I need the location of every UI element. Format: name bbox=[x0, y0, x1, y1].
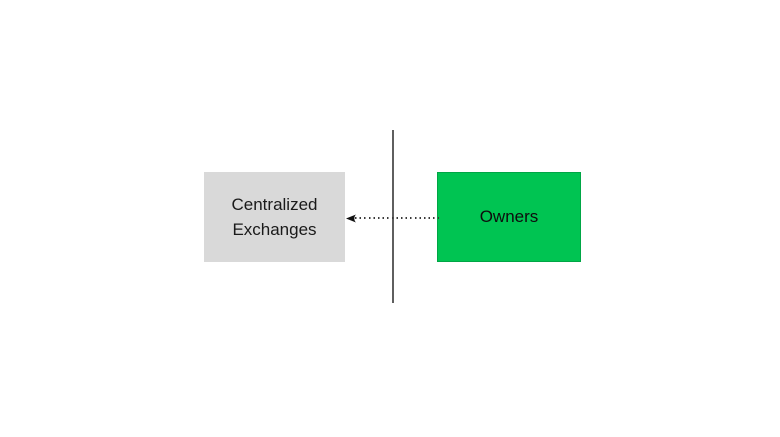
divider-line bbox=[392, 130, 394, 303]
node-centralized-exchanges[interactable]: Centralized Exchanges bbox=[204, 172, 345, 262]
node-owners[interactable]: Owners bbox=[437, 172, 581, 262]
node-centralized-exchanges-label: Centralized Exchanges bbox=[231, 194, 318, 240]
node-owners-label: Owners bbox=[479, 207, 539, 227]
connector-dotted-line bbox=[355, 217, 439, 219]
arrow-left-icon bbox=[346, 214, 356, 223]
